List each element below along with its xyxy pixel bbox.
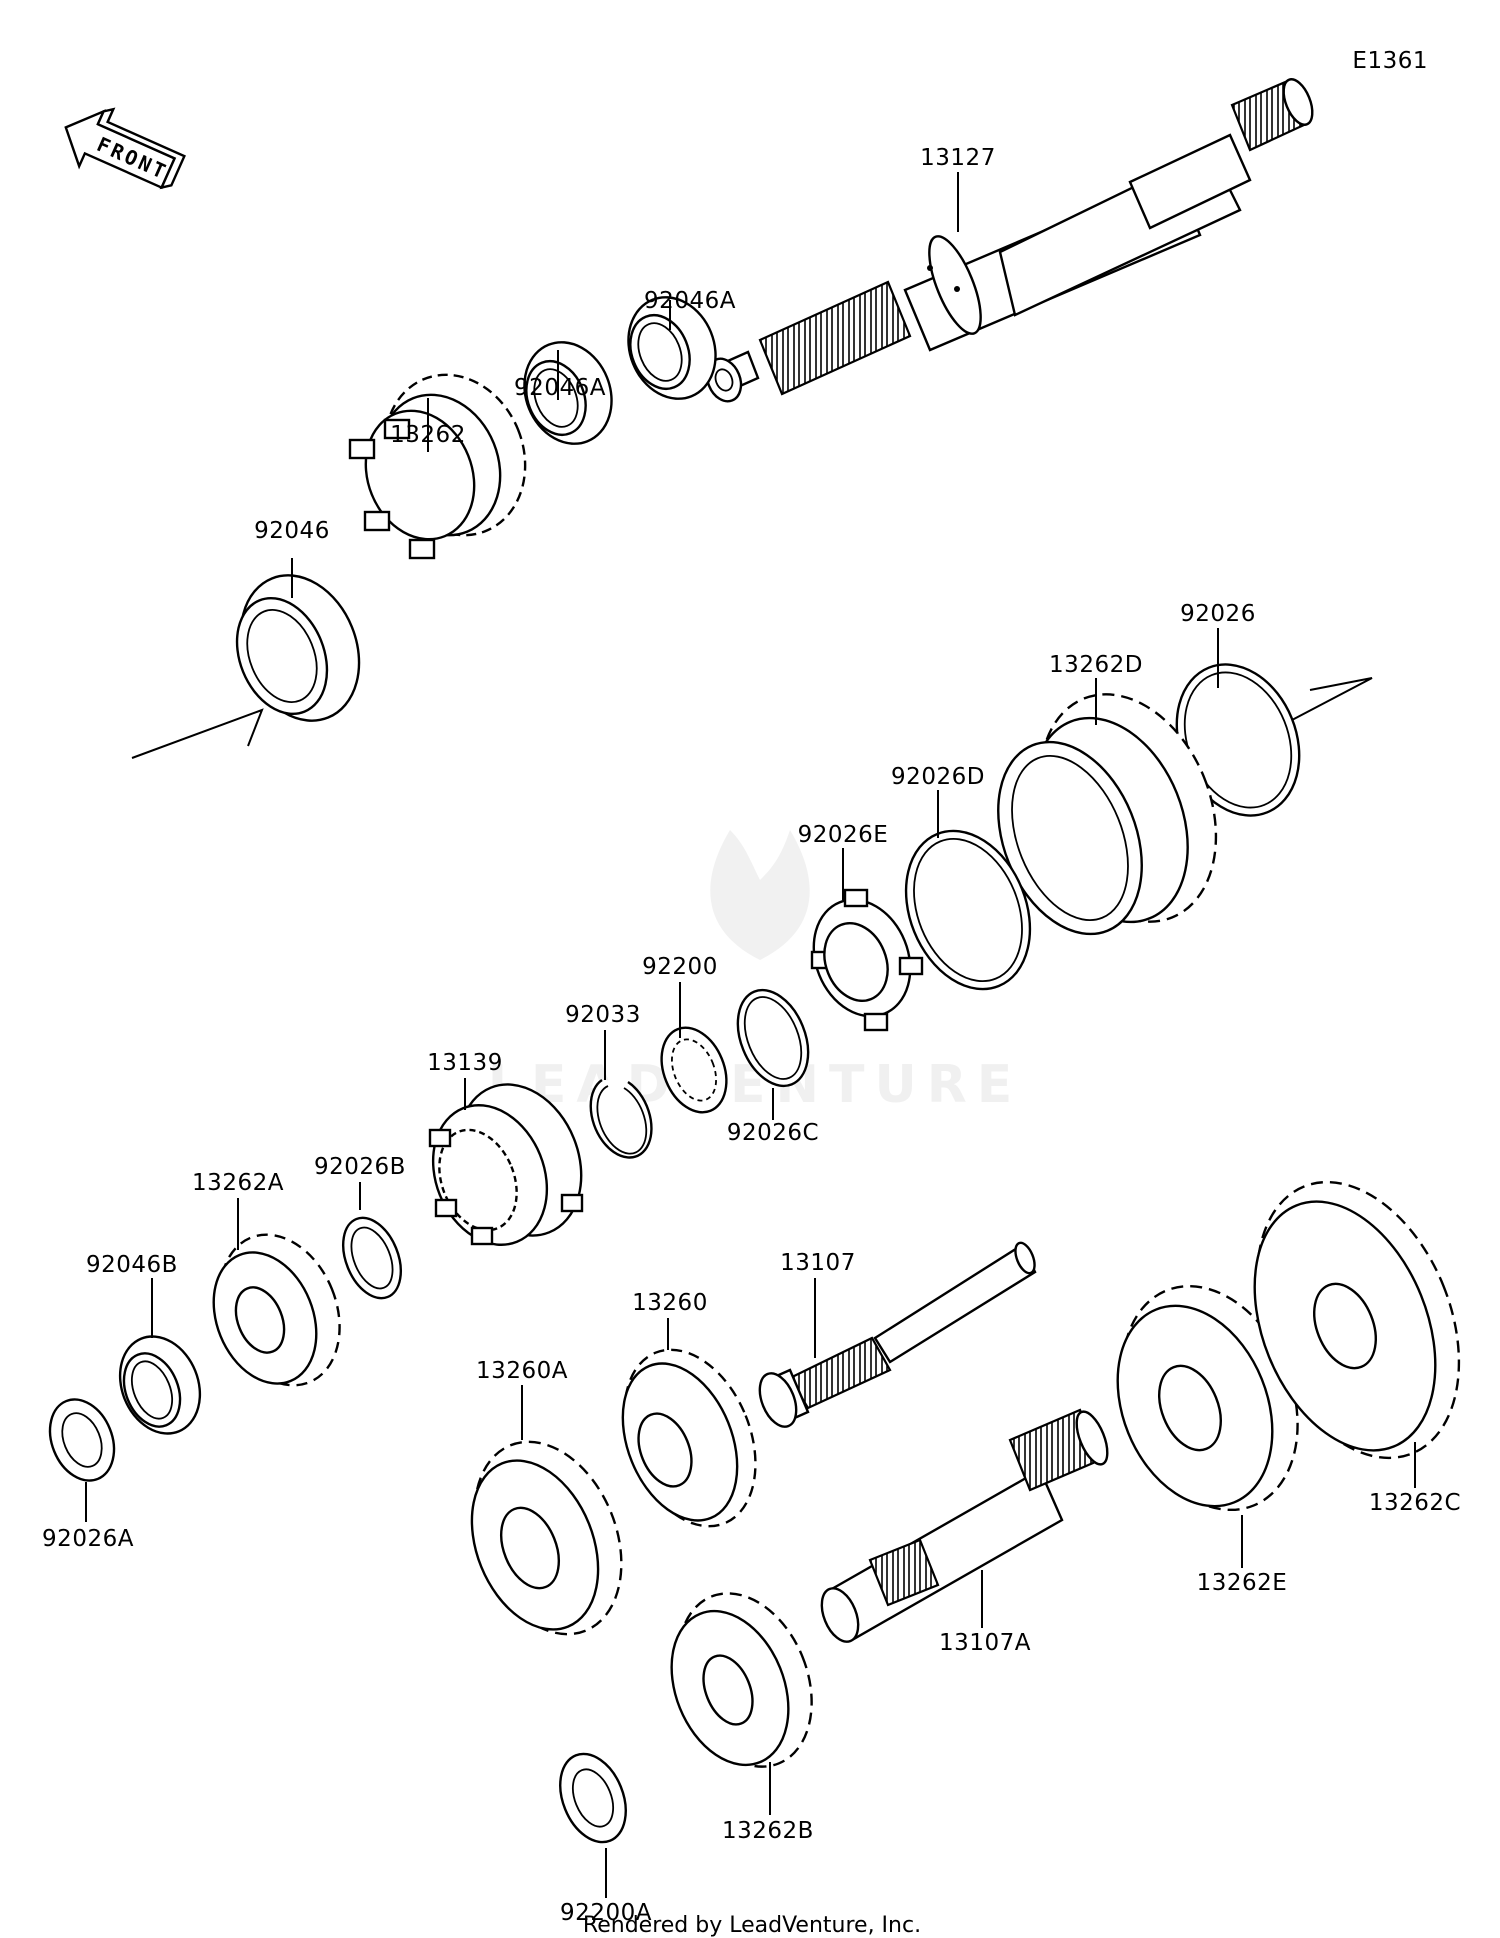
label-13107[interactable]: 13107	[780, 1250, 856, 1276]
front-arrow-icon: FRONT	[64, 107, 186, 190]
label-13260[interactable]: 13260	[632, 1290, 708, 1316]
gear-13260	[621, 1348, 757, 1528]
label-13139[interactable]: 13139	[427, 1050, 503, 1076]
label-13262C[interactable]: 13262C	[1369, 1490, 1461, 1516]
gear-13262D	[997, 693, 1218, 936]
label-92046B[interactable]: 92046B	[86, 1252, 178, 1278]
label-92046A-2[interactable]: 92046A	[644, 288, 736, 314]
ring-92026C	[736, 988, 810, 1088]
label-92033[interactable]: 92033	[565, 1002, 641, 1028]
gear-13262E	[1116, 1284, 1299, 1512]
label-13260A[interactable]: 13260A	[476, 1358, 568, 1384]
label-92026C[interactable]: 92026C	[727, 1120, 819, 1146]
bearing-92046A-1	[523, 341, 613, 445]
label-92046A-1[interactable]: 92046A	[514, 375, 606, 401]
gear-13262C	[1253, 1180, 1461, 1460]
label-92026B[interactable]: 92026B	[314, 1154, 406, 1180]
continuation-line-right	[1291, 677, 1373, 721]
gear-13262A	[212, 1233, 341, 1387]
shaft-13107A	[820, 1408, 1109, 1643]
gear-13262	[348, 373, 527, 560]
washer-92026A	[48, 1398, 116, 1482]
bearing-92046A-2	[627, 296, 717, 400]
label-13107A[interactable]: 13107A	[939, 1630, 1031, 1656]
label-92026[interactable]: 92026	[1180, 601, 1256, 627]
shaft-13107	[758, 1241, 1037, 1428]
washer-92026B	[342, 1216, 402, 1300]
label-13262E[interactable]: 13262E	[1197, 1570, 1288, 1596]
bearing-92046B	[118, 1335, 202, 1435]
footer-credit: Rendered by LeadVenture, Inc.	[583, 1913, 921, 1938]
label-13262B[interactable]: 13262B	[722, 1818, 814, 1844]
label-92026A[interactable]: 92026A	[42, 1526, 134, 1552]
continuation-line-left	[131, 708, 264, 759]
label-92200[interactable]: 92200	[642, 954, 718, 980]
washer-92200A	[559, 1752, 627, 1844]
label-92046[interactable]: 92046	[254, 518, 330, 544]
washer-92200	[660, 1026, 728, 1114]
leader-lines	[85, 172, 1416, 1898]
sleeve-13139	[428, 1083, 584, 1246]
label-92026D[interactable]: 92026D	[891, 764, 985, 790]
label-13262[interactable]: 13262	[390, 422, 466, 448]
label-13127[interactable]: 13127	[920, 145, 996, 171]
gear-13262B	[670, 1592, 813, 1768]
leadventure-watermark: LEADVENTURE	[488, 830, 1012, 1115]
label-92026E[interactable]: 92026E	[798, 822, 889, 848]
label-92200A[interactable]: 92200A	[560, 1900, 652, 1926]
diagram-code: E1361	[1352, 48, 1428, 74]
washer-92026E	[810, 888, 924, 1032]
label-13262D[interactable]: 13262D	[1049, 652, 1143, 678]
gear-13260A	[470, 1440, 623, 1636]
shaft-13127	[705, 78, 1314, 403]
bearing-92046	[235, 574, 361, 722]
part-labels: 13127 92046A 92046A 13262 92046 92026 13…	[42, 145, 1461, 1926]
label-13262A[interactable]: 13262A	[192, 1170, 284, 1196]
circlip-92033	[589, 1079, 653, 1159]
